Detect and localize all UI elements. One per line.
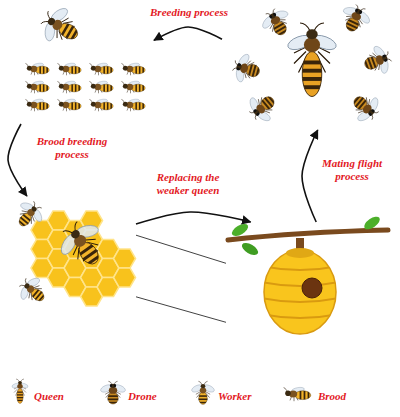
hive-bands <box>262 282 338 286</box>
legend-label: Brood <box>318 390 346 402</box>
drone-icon <box>100 381 127 404</box>
comb-cell <box>114 268 136 287</box>
zoom-line <box>136 297 226 323</box>
legend-item: Brood <box>318 386 346 404</box>
brood-bee <box>25 80 49 93</box>
stage-group <box>12 196 136 308</box>
brood-bee <box>25 98 49 111</box>
drone-bee <box>360 42 395 80</box>
edge-label: Replacing the weaker queen <box>146 170 230 198</box>
branch <box>228 230 388 240</box>
branch-and-hive <box>228 214 388 334</box>
legend-item: Drone <box>128 386 157 404</box>
legend-item: Worker <box>218 386 251 404</box>
leaf <box>230 222 250 239</box>
brood-icon <box>284 387 311 402</box>
legend-label: Worker <box>218 390 251 402</box>
edge-label: Brood breeding process <box>28 134 116 162</box>
drone-bee <box>243 87 283 128</box>
hive-entrance <box>302 278 322 298</box>
beehive <box>264 250 336 334</box>
legend-icons <box>11 379 310 404</box>
leaf <box>240 241 260 258</box>
brood-bee <box>89 80 113 93</box>
honeycomb <box>10 195 136 310</box>
cycle-arrow <box>136 212 251 224</box>
edge-label: Mating flight process <box>312 156 392 184</box>
drone-bee <box>345 87 385 128</box>
legend-label: Drone <box>128 390 157 402</box>
stage-group <box>14 6 154 124</box>
cycle-arrow <box>8 124 27 196</box>
queen-and-drones <box>230 0 395 127</box>
worker-bee <box>35 0 87 53</box>
worker-and-brood <box>25 0 145 111</box>
leaf <box>362 214 382 232</box>
brood-bee <box>121 98 145 111</box>
hive-bands <box>262 314 338 318</box>
hive-bands <box>262 266 338 270</box>
worker-bee <box>10 195 49 234</box>
drone-bee <box>230 51 263 88</box>
comb-cell <box>114 249 136 268</box>
worker-icon <box>191 381 216 404</box>
zoom-line <box>136 235 226 263</box>
brood-bee <box>57 80 81 93</box>
drone-bee <box>336 0 375 37</box>
queen-icon <box>11 379 28 404</box>
edge-label: Breeding process <box>143 5 235 20</box>
legend-label: Queen <box>34 390 64 402</box>
brood-bee <box>57 62 81 75</box>
queen-bee <box>286 23 338 97</box>
stage-group <box>226 222 390 340</box>
hive-bands <box>262 298 338 302</box>
brood-bee <box>121 80 145 93</box>
stage-group <box>222 4 396 130</box>
brood-bee <box>121 62 145 75</box>
brood-bee <box>25 62 49 75</box>
brood-bee <box>89 62 113 75</box>
brood-bee <box>57 98 81 111</box>
drone-bee <box>257 4 297 42</box>
brood-bee <box>89 98 113 111</box>
cycle-arrow <box>154 27 222 40</box>
worker-bee <box>51 213 115 277</box>
hive-cap <box>286 248 314 258</box>
legend-item: Queen <box>34 386 64 404</box>
hive-bands <box>262 266 338 318</box>
worker-bee <box>13 271 52 310</box>
